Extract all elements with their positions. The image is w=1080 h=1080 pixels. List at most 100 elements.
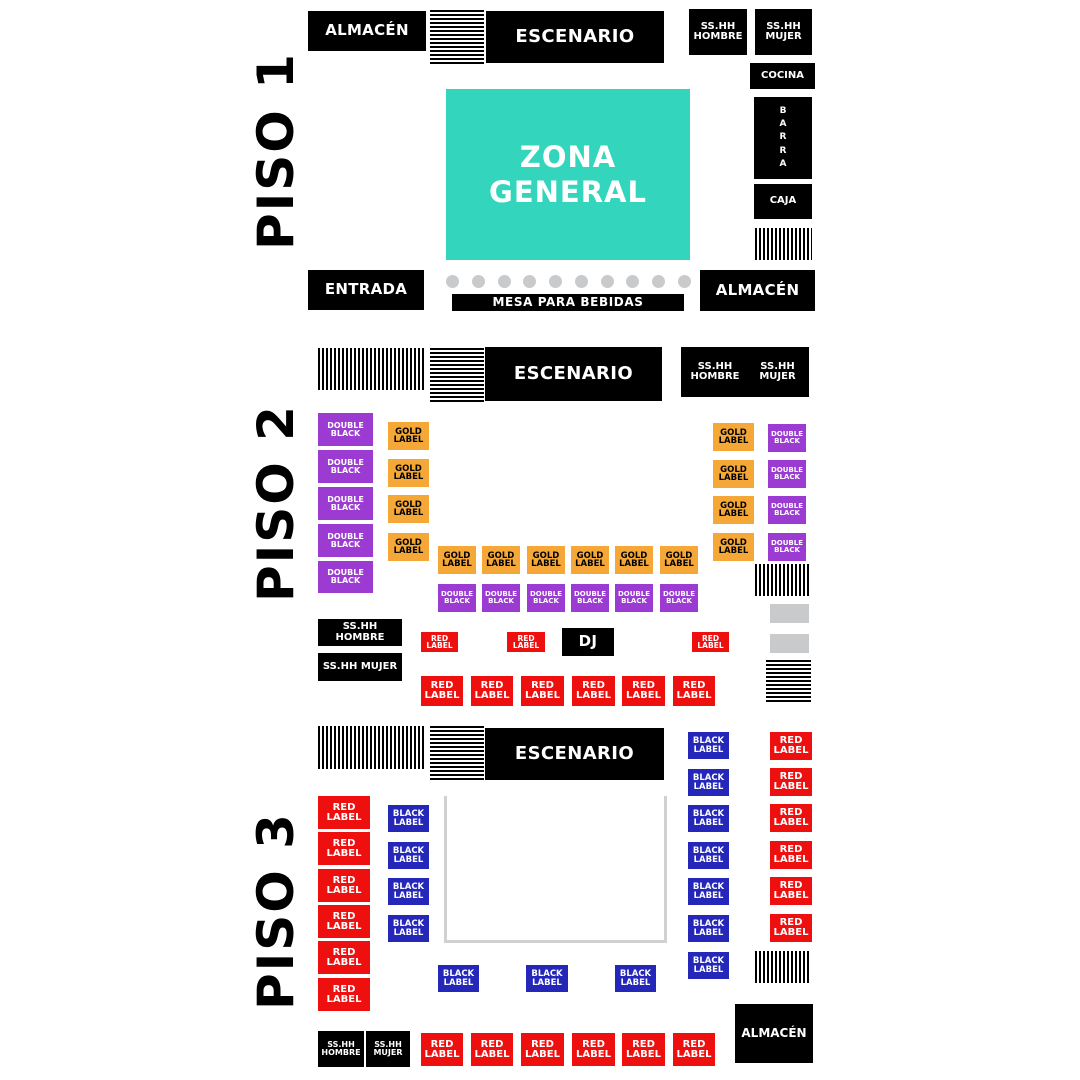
stairs (755, 228, 812, 260)
bar-stool (575, 275, 588, 288)
sshh-mujer[interactable]: SS.HH MUJER (366, 1031, 410, 1067)
stairs (430, 10, 484, 65)
table-double-black[interactable]: DOUBLE BLACK (318, 413, 373, 446)
table-gold-label[interactable]: GOLD LABEL (713, 460, 754, 488)
table-red-label[interactable]: RED LABEL (318, 869, 370, 902)
stairs (430, 726, 484, 780)
table-red-label[interactable]: RED LABEL (770, 841, 812, 869)
table-gold-label[interactable]: GOLD LABEL (388, 459, 429, 487)
table-red-label[interactable]: RED LABEL (471, 676, 513, 706)
table-red-label[interactable]: RED LABEL (318, 905, 370, 938)
table-black-label[interactable]: BLACK LABEL (526, 965, 568, 992)
table-red-label[interactable]: RED LABEL (507, 632, 545, 652)
table-red-label[interactable]: RED LABEL (673, 676, 715, 706)
table-red-label[interactable]: RED LABEL (521, 676, 564, 706)
table-double-black[interactable]: DOUBLE BLACK (318, 487, 373, 520)
table-red-label[interactable]: RED LABEL (770, 732, 812, 760)
almacen-bottom-right[interactable]: ALMACÉN (700, 270, 815, 311)
table-gold-label[interactable]: GOLD LABEL (571, 546, 609, 574)
table-black-label[interactable]: BLACK LABEL (688, 878, 729, 905)
table-black-label[interactable]: BLACK LABEL (688, 915, 729, 942)
table-black-label[interactable]: BLACK LABEL (388, 805, 429, 832)
dj-booth[interactable]: DJ (562, 628, 614, 656)
table-double-black[interactable]: DOUBLE BLACK (615, 584, 653, 612)
table-double-black[interactable]: DOUBLE BLACK (571, 584, 609, 612)
table-red-label[interactable]: RED LABEL (770, 804, 812, 832)
table-black-label[interactable]: BLACK LABEL (688, 769, 729, 796)
table-red-label[interactable]: RED LABEL (572, 676, 615, 706)
table-red-label[interactable]: RED LABEL (622, 676, 665, 706)
mesa-para-bebidas[interactable]: MESA PARA BEBIDAS (452, 294, 684, 311)
table-gold-label[interactable]: GOLD LABEL (388, 495, 429, 523)
table-red-label[interactable]: RED LABEL (622, 1033, 665, 1066)
table-gold-label[interactable]: GOLD LABEL (713, 533, 754, 561)
table-red-label[interactable]: RED LABEL (318, 978, 370, 1011)
almacen[interactable]: ALMACÉN (735, 1004, 813, 1063)
table-double-black[interactable]: DOUBLE BLACK (768, 460, 806, 488)
table-double-black[interactable]: DOUBLE BLACK (660, 584, 698, 612)
table-gold-label[interactable]: GOLD LABEL (660, 546, 698, 574)
table-double-black[interactable]: DOUBLE BLACK (768, 424, 806, 452)
table-red-label[interactable]: RED LABEL (673, 1033, 715, 1066)
table-red-label[interactable]: RED LABEL (318, 941, 370, 974)
table-black-label[interactable]: BLACK LABEL (688, 805, 729, 832)
table-gold-label[interactable]: GOLD LABEL (713, 423, 754, 451)
sshh-mujer[interactable]: SS.HH MUJER (318, 653, 402, 681)
table-black-label[interactable]: BLACK LABEL (388, 878, 429, 905)
table-black-label[interactable]: BLACK LABEL (688, 842, 729, 869)
table-red-label[interactable]: RED LABEL (770, 877, 812, 905)
table-gold-label[interactable]: GOLD LABEL (388, 533, 429, 561)
table-double-black[interactable]: DOUBLE BLACK (768, 533, 806, 561)
table-red-label[interactable]: RED LABEL (770, 914, 812, 942)
stairs (755, 564, 809, 596)
stairs (318, 348, 426, 390)
table-double-black[interactable]: DOUBLE BLACK (318, 524, 373, 557)
table-black-label[interactable]: BLACK LABEL (688, 952, 729, 979)
barra[interactable]: B A R R A (754, 97, 812, 179)
zona-general[interactable]: ZONA GENERAL (446, 89, 690, 260)
almacen-top-left[interactable]: ALMACÉN (308, 11, 426, 51)
table-gold-label[interactable]: GOLD LABEL (713, 496, 754, 524)
table-black-label[interactable]: BLACK LABEL (615, 965, 656, 992)
table-red-label[interactable]: RED LABEL (318, 796, 370, 829)
table-red-label[interactable]: RED LABEL (572, 1033, 615, 1066)
sshh-hombre[interactable]: SS.HH HOMBRE (681, 347, 749, 397)
table-red-label[interactable]: RED LABEL (770, 768, 812, 796)
bar-stool (498, 275, 511, 288)
caja[interactable]: CAJA (754, 184, 812, 219)
table-red-label[interactable]: RED LABEL (421, 632, 458, 652)
escenario[interactable]: ESCENARIO (485, 347, 662, 401)
table-double-black[interactable]: DOUBLE BLACK (438, 584, 476, 612)
table-double-black[interactable]: DOUBLE BLACK (768, 496, 806, 524)
table-black-label[interactable]: BLACK LABEL (688, 732, 729, 759)
table-red-label[interactable]: RED LABEL (318, 832, 370, 865)
escenario[interactable]: ESCENARIO (485, 728, 664, 780)
table-double-black[interactable]: DOUBLE BLACK (318, 450, 373, 483)
table-red-label[interactable]: RED LABEL (421, 676, 463, 706)
table-black-label[interactable]: BLACK LABEL (388, 842, 429, 869)
table-red-label[interactable]: RED LABEL (471, 1033, 513, 1066)
table-double-black[interactable]: DOUBLE BLACK (527, 584, 565, 612)
cocina[interactable]: COCINA (750, 63, 815, 89)
table-black-label[interactable]: BLACK LABEL (388, 915, 429, 942)
table-double-black[interactable]: DOUBLE BLACK (482, 584, 520, 612)
stairs (766, 660, 811, 704)
entrada[interactable]: ENTRADA (308, 270, 424, 310)
escenario[interactable]: ESCENARIO (486, 11, 664, 63)
sshh-hombre[interactable]: SS.HH HOMBRE (689, 9, 747, 55)
table-double-black[interactable]: DOUBLE BLACK (318, 561, 373, 593)
table-gold-label[interactable]: GOLD LABEL (615, 546, 653, 574)
sshh-hombre[interactable]: SS.HH HOMBRE (318, 1031, 364, 1067)
table-red-label[interactable]: RED LABEL (421, 1033, 463, 1066)
sshh-mujer[interactable]: SS.HH MUJER (755, 9, 812, 55)
table-gold-label[interactable]: GOLD LABEL (388, 422, 429, 450)
table-gold-label[interactable]: GOLD LABEL (527, 546, 565, 574)
table-red-label[interactable]: RED LABEL (692, 632, 729, 652)
sshh-hombre[interactable]: SS.HH HOMBRE (318, 619, 402, 646)
table-gold-label[interactable]: GOLD LABEL (438, 546, 476, 574)
table-red-label[interactable]: RED LABEL (521, 1033, 564, 1066)
table-black-label[interactable]: BLACK LABEL (438, 965, 479, 992)
bar-stool (601, 275, 614, 288)
sshh-mujer[interactable]: SS.HH MUJER (746, 347, 809, 397)
table-gold-label[interactable]: GOLD LABEL (482, 546, 520, 574)
